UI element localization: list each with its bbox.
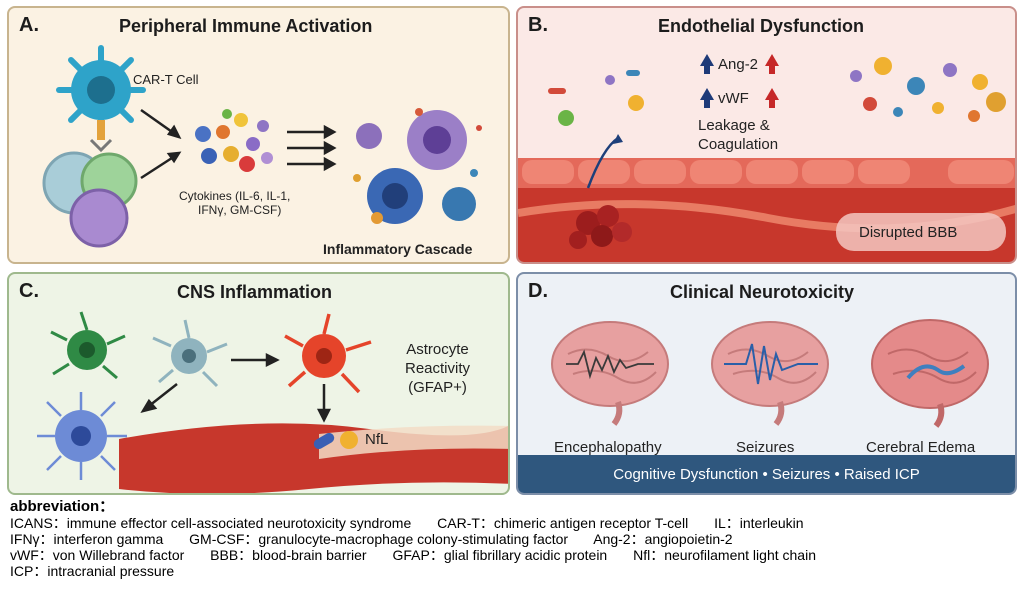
panel-d-illustration	[551, 319, 989, 428]
inflammatory-cells-icon	[353, 108, 482, 224]
tumor-cells-icon	[42, 151, 138, 248]
panel-b-title: Endothelial Dysfunction	[658, 16, 865, 36]
panel-a-title: Peripheral Immune Activation	[119, 16, 373, 36]
cerebral-edema-label: Cerebral Edema	[866, 439, 976, 456]
microglia-icon	[50, 311, 126, 380]
astrocyte-reactivity-label: Astrocyte Reactivity (GFAP+)	[405, 340, 470, 397]
panel-endothelial-dysfunction: B. Endothelial Dysfunction	[516, 6, 1017, 264]
abbreviation-entry: GFAP：glial fibrillary acidic protein	[392, 547, 608, 563]
disrupted-bbb-label: Disrupted BBB	[859, 224, 958, 241]
cytokines-label: Cytokines (IL-6, IL-1, IFNγ, GM-CSF)	[179, 189, 290, 217]
abbreviation-entry: Nfl：neurofilament light chain	[633, 547, 816, 563]
nfl-molecule-icon	[340, 431, 358, 449]
abbreviation-entry: IFNγ：interferon gamma	[10, 531, 164, 547]
abbreviation-entry: ICANS：immune effector cell-associated ne…	[10, 515, 412, 531]
abbreviation-entry: vWF：von Willebrand factor	[10, 547, 185, 563]
cns-arrows	[140, 352, 332, 423]
reactive-astrocyte-icon	[284, 313, 372, 394]
increase-arrows-icon	[700, 54, 779, 108]
activated-microglia-icon	[37, 392, 127, 480]
abbreviation-entry: IL：interleukin	[714, 515, 804, 531]
abbreviation-row: ICP：intracranial pressure	[10, 563, 1020, 579]
ang2-label: Ang-2	[718, 56, 759, 73]
abbreviation-heading: abbreviation：	[10, 498, 115, 515]
panel-b-label: B.	[528, 14, 548, 36]
abbreviation-row: IFNγ：interferon gamma GM-CSF：granulocyte…	[10, 531, 1020, 547]
seizures-label: Seizures	[736, 439, 795, 456]
panel-clinical-neurotoxicity: D. Clinical Neurotoxicity Encephalopathy…	[516, 272, 1017, 495]
cytokines-label-line1: Cytokines (IL-6, IL-1,	[179, 189, 291, 203]
panel-d-title: Clinical Neurotoxicity	[670, 282, 855, 302]
abbreviation-entry: Ang-2：angiopoietin-2	[593, 531, 733, 547]
panel-c-illustration	[37, 311, 508, 493]
brain-seizures-icon	[711, 321, 829, 426]
panel-c-label: C.	[19, 280, 39, 302]
brain-encephalopathy-icon	[551, 321, 669, 426]
car-t-cell-icon	[56, 45, 146, 153]
encephalopathy-label: Encephalopathy	[554, 439, 662, 456]
clinical-summary-banner: Cognitive Dysfunction • Seizures • Raise…	[518, 455, 1015, 493]
inflammatory-cascade-label: Inflammatory Cascade	[323, 241, 473, 257]
resting-astrocyte-icon	[152, 319, 228, 388]
nfl-label: NfL	[365, 431, 389, 448]
panel-d-label: D.	[528, 280, 548, 302]
abbreviation-legend: abbreviation： ICANS：immune effector cell…	[10, 498, 1020, 580]
cytokine-molecules-icon	[195, 109, 273, 172]
endothelial-layer	[518, 158, 1015, 188]
leakage-coagulation-label: Leakage & Coagulation	[698, 116, 778, 154]
abbreviation-entry: BBB：blood-brain barrier	[210, 547, 367, 563]
abbreviation-row: ICANS：immune effector cell-associated ne…	[10, 515, 1020, 531]
brain-edema-icon	[871, 319, 989, 428]
panel-b-illustration	[518, 54, 1015, 262]
abbreviation-entry: GM-CSF：granulocyte-macrophage colony-sti…	[189, 531, 569, 547]
panel-cns-inflammation: C. CNS Inflammation	[7, 272, 510, 495]
blood-clot-icon	[569, 205, 632, 249]
panel-a-label: A.	[19, 14, 39, 36]
leakage-label-line1: Leakage &	[698, 117, 770, 134]
abbreviation-row: vWF：von Willebrand factor BBB：blood-brai…	[10, 547, 1020, 563]
astro-label-line2: Reactivity	[405, 360, 471, 377]
disrupted-bbb-bubble	[836, 213, 1006, 251]
car-t-cell-label: CAR-T Cell	[133, 72, 199, 87]
panel-c-title: CNS Inflammation	[177, 282, 333, 302]
astro-label-line1: Astrocyte	[406, 341, 469, 358]
leaking-molecules-icon	[548, 57, 1006, 126]
vwf-label: vWF	[718, 90, 749, 107]
abbreviation-entry: ICP：intracranial pressure	[10, 563, 175, 579]
activation-arrows	[140, 108, 337, 180]
cytokines-label-line2: IFNγ, GM-CSF)	[198, 203, 282, 217]
panel-a-illustration	[42, 45, 482, 248]
abbreviation-entry: CAR-T：chimeric antigen receptor T-cell	[437, 515, 689, 531]
panel-peripheral-immune-activation: A. Peripheral Immune Activation	[7, 6, 510, 264]
leakage-label-line2: Coagulation	[698, 136, 779, 153]
astro-label-line3: (GFAP+)	[408, 379, 467, 396]
